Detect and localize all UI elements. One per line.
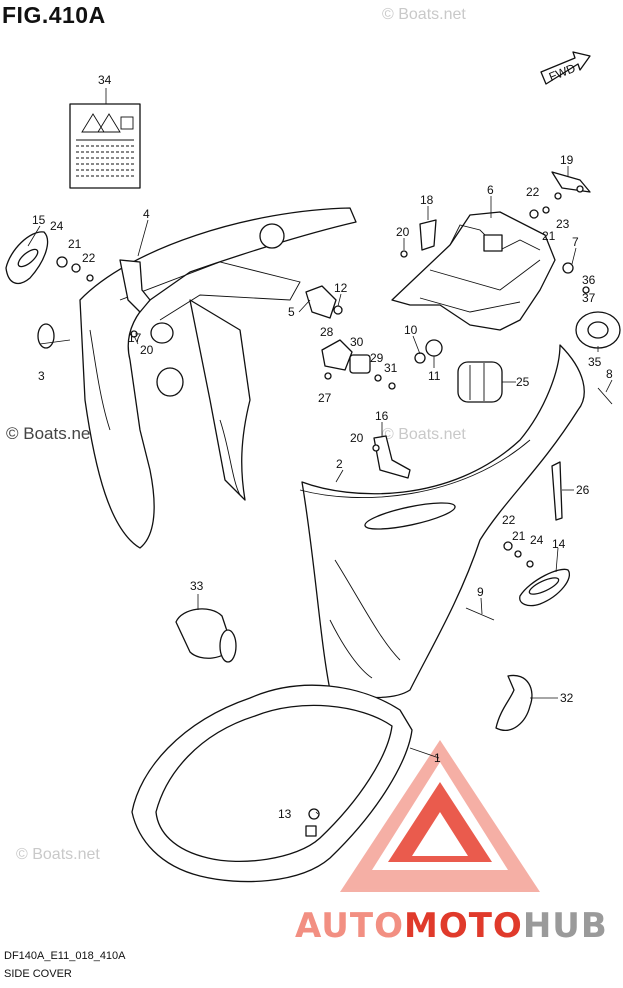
callout-5: 5 — [288, 305, 295, 319]
callout-20b: 20 — [396, 225, 410, 239]
callout-15: 15 — [32, 213, 46, 227]
watermark-left: © Boats.net — [6, 424, 96, 443]
callout-10: 10 — [404, 323, 418, 337]
leader-lines — [27, 88, 613, 815]
callout-36: 36 — [582, 273, 596, 287]
round-grommet-part — [575, 311, 621, 349]
clip-part — [419, 219, 437, 251]
callout-24a: 24 — [50, 219, 64, 233]
left-handle-part — [5, 231, 49, 285]
callout-23: 23 — [556, 217, 570, 231]
callout-35: 35 — [588, 355, 602, 369]
fitting-part — [175, 608, 237, 663]
callout-19: 19 — [560, 153, 574, 167]
watermark-mid: © Boats.net — [382, 426, 466, 443]
callout-37: 37 — [582, 291, 596, 305]
brand-wordmark: AUTOMOTOHUB — [295, 906, 608, 946]
right-handle-part — [519, 568, 570, 607]
drawing-code: DF140A_E11_018_410A — [4, 950, 126, 962]
callout-31: 31 — [384, 361, 398, 375]
right-side-cover-part — [299, 344, 585, 699]
callout-18: 18 — [420, 193, 434, 207]
callout-30: 30 — [350, 335, 364, 349]
callout-17: 17 — [128, 331, 142, 345]
callout-9: 9 — [477, 585, 484, 599]
seal-ring-part — [131, 684, 413, 883]
callout-33: 33 — [190, 579, 204, 593]
callout-21b: 21 — [542, 229, 556, 243]
callout-6: 6 — [487, 183, 494, 197]
left-side-cover-part — [79, 207, 357, 549]
fwd-arrow-icon: FWD — [540, 51, 591, 85]
small-grommet-part — [37, 323, 55, 349]
callout-3: 3 — [38, 369, 45, 383]
callout-22a: 22 — [82, 251, 96, 265]
callout-13: 13 — [278, 807, 292, 821]
callout-24b: 24 — [530, 533, 544, 547]
callout-26: 26 — [576, 483, 590, 497]
nut-part — [349, 354, 371, 374]
callout-20a: 20 — [140, 343, 154, 357]
callout-4: 4 — [143, 207, 150, 221]
callout-25: 25 — [516, 375, 530, 389]
fastener-parts — [56, 192, 613, 820]
hook-clip-part — [373, 435, 411, 479]
callout-21a: 21 — [68, 237, 82, 251]
callout-2: 2 — [336, 457, 343, 471]
warning-label-part — [69, 103, 141, 189]
callout-32: 32 — [560, 691, 574, 705]
watermark-top: © Boats.net — [382, 6, 466, 23]
rubber-grommet-part — [457, 361, 503, 403]
brand-triangle-logo — [340, 740, 540, 892]
callout-14: 14 — [552, 537, 566, 551]
clamp-part — [321, 339, 353, 371]
callout-7: 7 — [572, 235, 579, 249]
tube-bracket-part — [495, 674, 533, 731]
callout-34: 34 — [98, 73, 112, 87]
watermark-bottom: © Boats.net — [16, 846, 100, 863]
callout-21c: 21 — [512, 529, 526, 543]
callout-labels: 1 2 3 4 5 6 7 8 9 10 11 12 13 14 15 16 1… — [32, 73, 613, 821]
callout-22c: 22 — [502, 513, 516, 527]
inner-bracket-part — [391, 211, 556, 331]
cable-tie-part — [551, 461, 563, 521]
callout-22b: 22 — [526, 185, 540, 199]
small-bracket-part — [305, 285, 337, 319]
figure-title: FIG.410A — [2, 2, 106, 28]
callout-16: 16 — [375, 409, 389, 423]
callout-29: 29 — [370, 351, 384, 365]
latch-part — [551, 171, 591, 193]
callout-12: 12 — [334, 281, 348, 295]
callout-28: 28 — [320, 325, 334, 339]
callout-27: 27 — [318, 391, 332, 405]
callout-20c: 20 — [350, 431, 364, 445]
figure-caption: SIDE COVER — [4, 968, 72, 980]
callout-8: 8 — [606, 367, 613, 381]
callout-11: 11 — [428, 369, 441, 383]
svg-text:FWD: FWD — [547, 61, 578, 84]
callout-1: 1 — [434, 751, 441, 765]
